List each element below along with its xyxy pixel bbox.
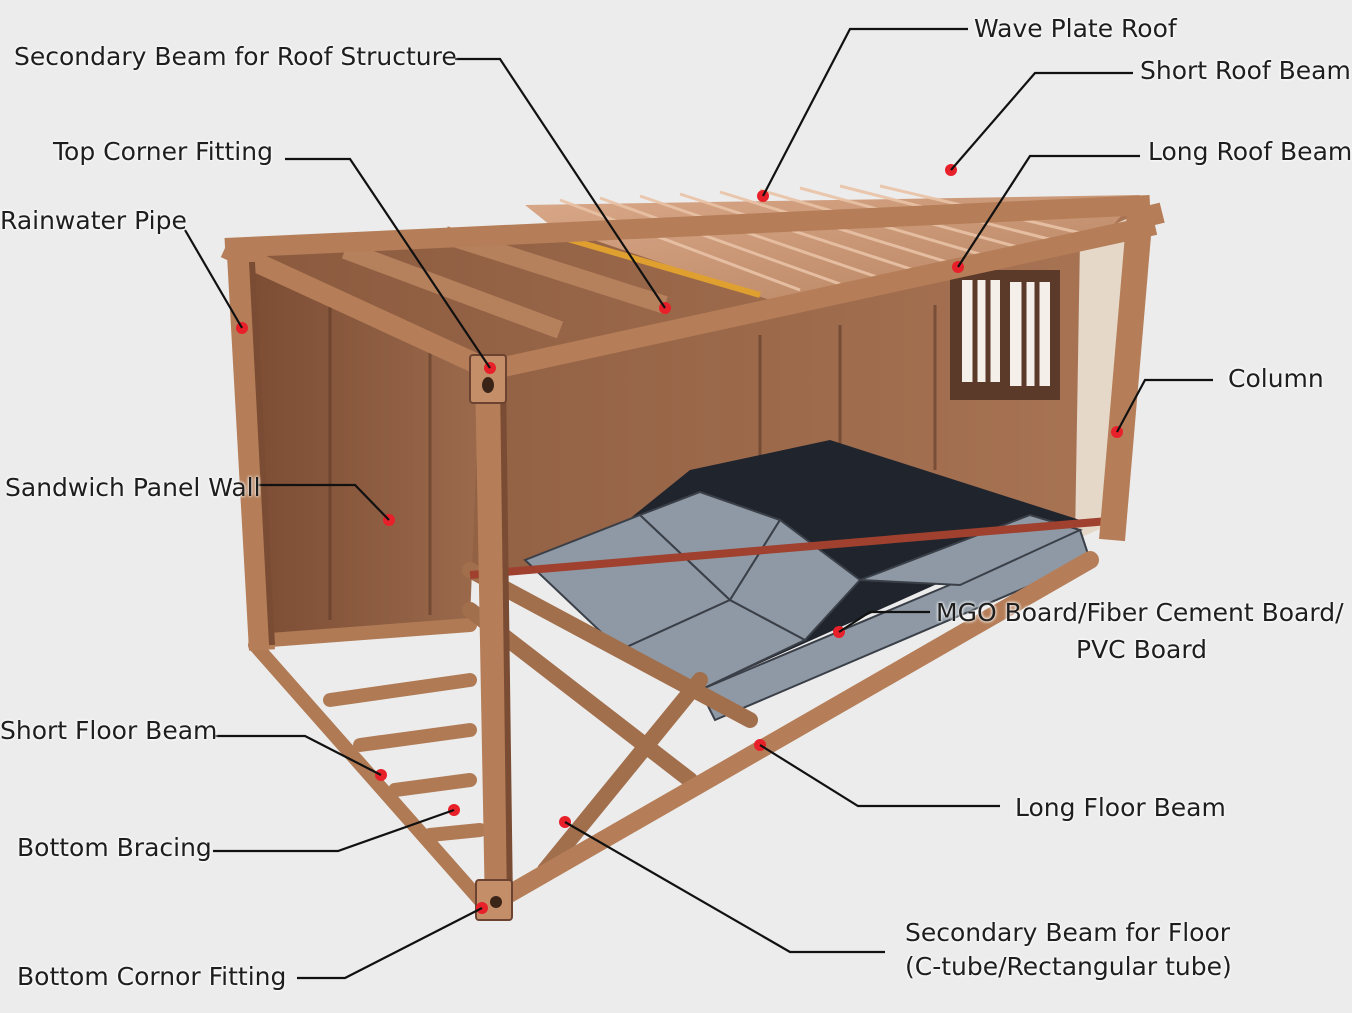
leader-secondary-beam-roof <box>455 57 666 309</box>
column-shading <box>249 261 513 906</box>
label-floor-board-line2: PVC Board <box>1076 635 1208 664</box>
top-frame <box>220 195 1165 380</box>
leader-long-roof-beam <box>957 154 1140 268</box>
leader-bottom-bracing <box>213 808 455 853</box>
long-floor-beam <box>481 551 1099 914</box>
label-secondary-beam-floor-line1: Secondary Beam for Floor <box>905 918 1231 947</box>
leader-bottom-corner-fitting <box>297 907 483 980</box>
label-secondary-beam-roof: Secondary Beam for Roof Structure <box>14 42 457 71</box>
back-floor-beam <box>469 516 1121 579</box>
label-top-corner-fitting: Top Corner Fitting <box>53 137 273 166</box>
window <box>950 270 1060 400</box>
label-bottom-corner-fitting: Bottom Cornor Fitting <box>17 962 287 991</box>
leader-column <box>1116 378 1213 433</box>
leader-sandwich-wall <box>258 483 390 521</box>
columns <box>227 210 1153 913</box>
short-floor-beams <box>248 618 487 907</box>
label-floor-board-line1: MGO Board/Fiber Cement Board/ <box>936 598 1344 627</box>
roof-secondary-beams <box>341 226 668 339</box>
leader-wave-plate-roof <box>762 27 968 197</box>
leader-secondary-beam-floor <box>564 821 885 954</box>
label-short-floor-beam: Short Floor Beam <box>0 716 218 745</box>
label-sandwich-panel-wall: Sandwich Panel Wall <box>5 473 261 502</box>
label-bottom-bracing: Bottom Bracing <box>17 833 212 862</box>
leader-rainwater-pipe <box>184 229 243 329</box>
label-column: Column <box>1228 364 1324 393</box>
label-long-roof-beam: Long Roof Beam <box>1148 137 1352 166</box>
label-short-roof-beam: Short Roof Beam <box>1140 56 1351 85</box>
leader-top-corner-fitting <box>285 157 491 369</box>
label-long-floor-beam: Long Floor Beam <box>1015 793 1226 822</box>
leader-short-roof-beam <box>950 71 1133 171</box>
label-rainwater-pipe: Rainwater Pipe <box>0 206 187 235</box>
label-wave-plate-roof: Wave Plate Roof <box>974 14 1177 43</box>
leader-short-floor-beam <box>215 734 382 776</box>
leader-floor-board <box>838 610 930 633</box>
corner-fitting-holes <box>482 377 502 908</box>
leader-long-floor-beam <box>759 744 1000 808</box>
label-secondary-beam-floor-line2: (C-tube/Rectangular tube) <box>905 952 1232 981</box>
leader-lines <box>184 27 1213 980</box>
